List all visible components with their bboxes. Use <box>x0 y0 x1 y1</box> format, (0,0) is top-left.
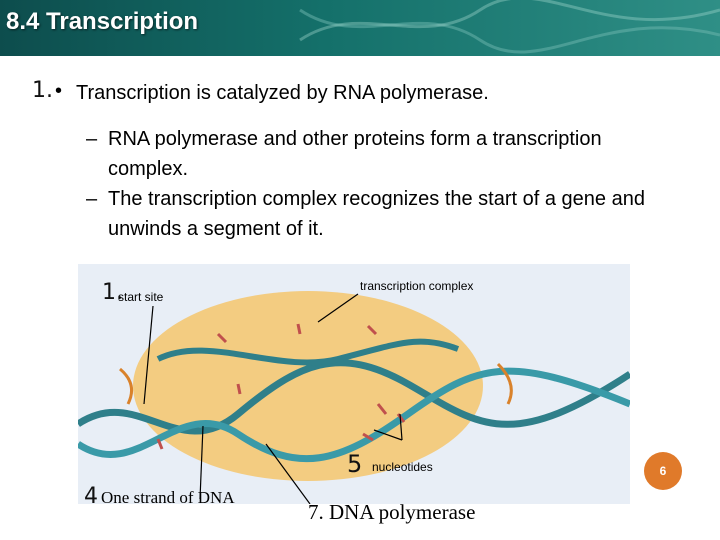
subbullet-dash: – <box>86 188 98 210</box>
transcription-complex-label: transcription complex <box>360 279 474 293</box>
handwritten-five: 5 <box>347 450 363 478</box>
polymerase-pointer <box>265 443 311 504</box>
bullet-dot: • <box>55 80 63 102</box>
start-site-label: start site <box>118 290 164 304</box>
subbullet-dash: – <box>86 128 98 150</box>
nucleotide-marks <box>156 323 406 450</box>
dna-strand-pointer <box>199 425 204 500</box>
main-bullet: Transcription is catalyzed by RNA polyme… <box>76 82 489 104</box>
handwritten-one: 1. <box>32 78 53 103</box>
nucleotides-label: nucleotides <box>372 460 433 474</box>
transcription-illustration <box>78 291 630 504</box>
nucleotide-pointer-1 <box>373 429 403 441</box>
subbullet-text: RNA polymerase and other proteins form a… <box>108 128 602 180</box>
slide-number-badge: 6 <box>644 452 682 490</box>
rotation-arrow-left <box>119 367 134 405</box>
transcription-figure <box>78 264 630 504</box>
unwound-strand <box>156 338 460 366</box>
handwritten-one-b: 1. <box>102 280 123 305</box>
dna-banner-decoration <box>299 0 720 54</box>
nucleotide-pointer-2 <box>399 413 403 441</box>
transcription-complex-shape <box>133 291 483 481</box>
dna-strand-b <box>78 367 630 463</box>
complex-pointer <box>317 293 359 323</box>
slide-header: 8.4 Transcription <box>0 0 720 56</box>
slide-title: 8.4 Transcription <box>6 8 199 35</box>
dna-polymerase-label: 7. DNA polymerase <box>308 500 476 524</box>
start-site-pointer <box>143 305 154 405</box>
handwritten-four: 4 <box>84 484 98 509</box>
rotation-arrow-right <box>496 362 513 405</box>
subbullet-text: The transcription complex recognizes the… <box>108 188 645 240</box>
dna-strand-label: One strand of DNA <box>101 488 235 507</box>
